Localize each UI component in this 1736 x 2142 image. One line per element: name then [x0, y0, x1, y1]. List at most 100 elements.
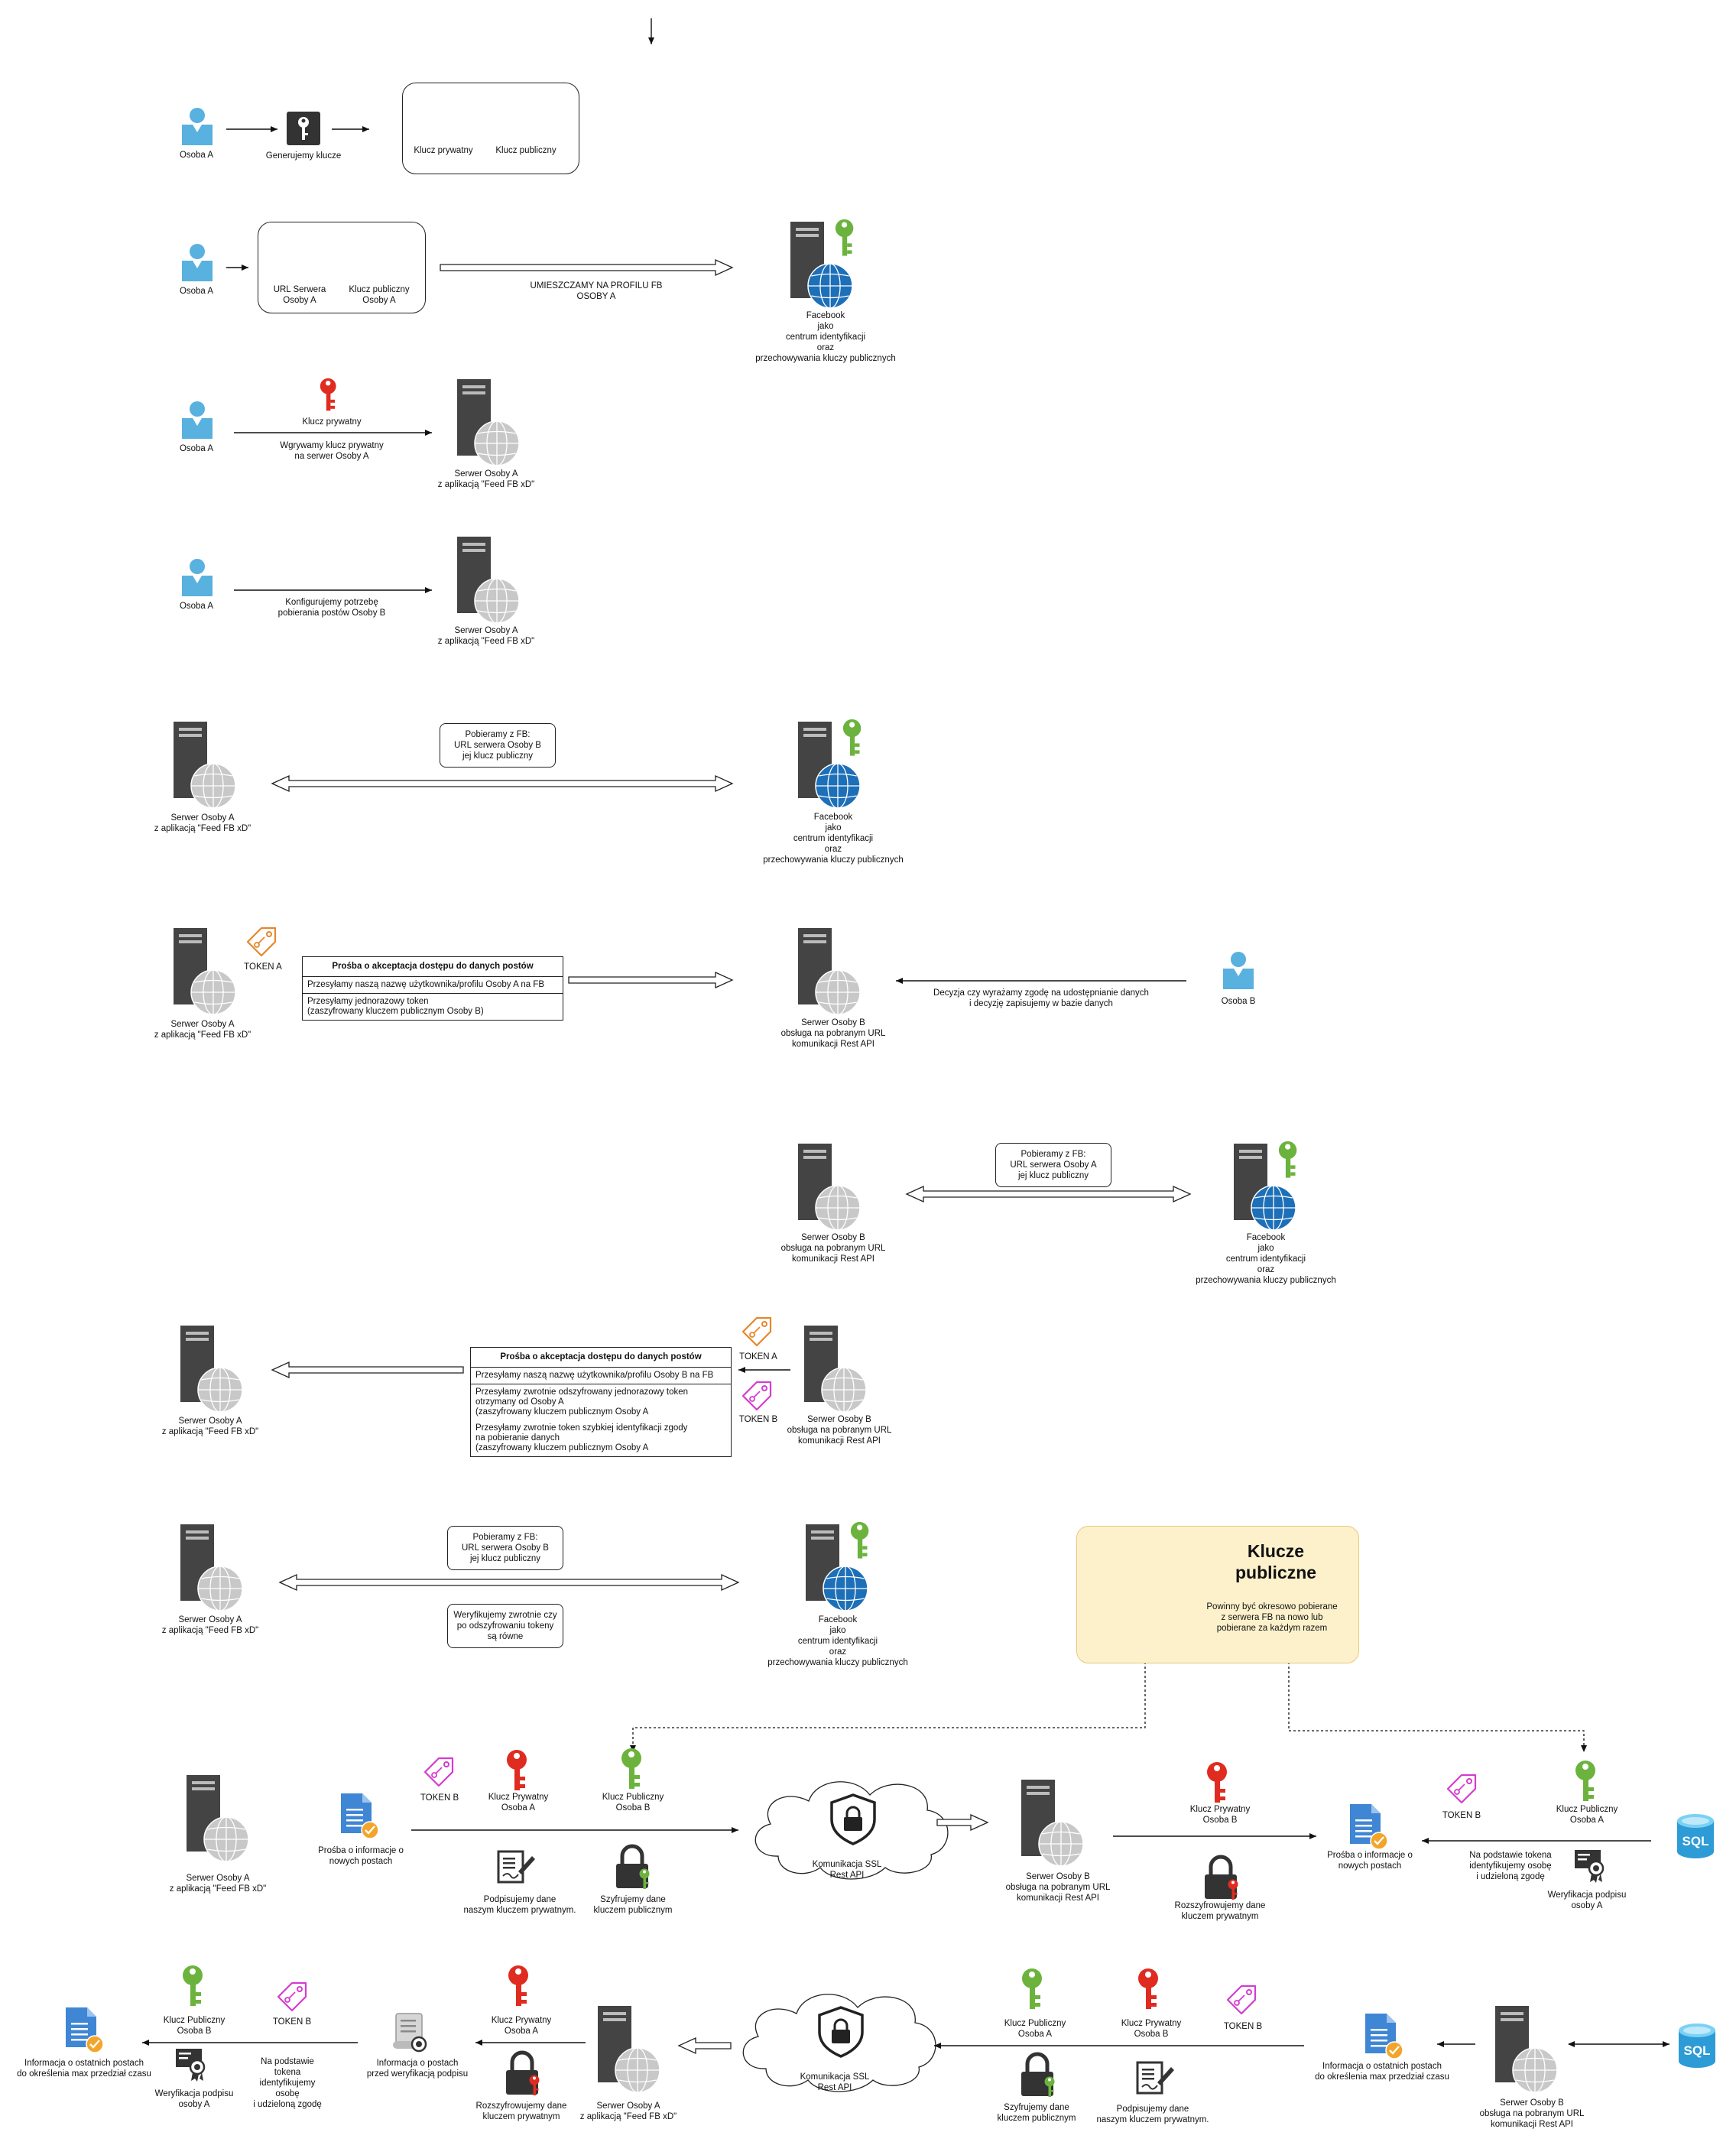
prosba-label: Prośba o informacje o nowych postach	[318, 1846, 404, 1866]
klucz-publiczny-b-label: Klucz Publiczny Osoba B	[163, 2016, 226, 2036]
podpisujemy-label: Podpisujemy dane naszym kluczem prywatny…	[1096, 2105, 1209, 2124]
request-title: Prośba o akceptacja dostępu do danych po…	[471, 1348, 731, 1368]
person-icon	[182, 559, 213, 596]
sql-database-icon: SQL	[1679, 2024, 1715, 2068]
weryfikujemy-note: Weryfikujemy zwrotnie czy po odszyfrowan…	[447, 1604, 563, 1648]
key-icon	[842, 719, 862, 756]
serwer-a-label: Serwer Osoby A z aplikacją "Feed FB xD"	[437, 626, 535, 646]
key-icon	[320, 378, 336, 411]
ssl-label: Komunikacja SSL Rest API	[800, 2072, 870, 2092]
szyfrujemy-label: Szyfrujemy dane kluczem publicznym	[593, 1895, 673, 1915]
server-icon	[1021, 1780, 1084, 1867]
sql-label: SQL	[1682, 1834, 1709, 1848]
dashed-connector-right	[1288, 1662, 1587, 1752]
server-icon	[457, 379, 520, 466]
klucz-prywatny-b-label: Klucz Prywatny Osoba B	[1121, 2019, 1182, 2039]
umieszczamy-label: UMIESZCZAMY NA PROFILU FB OSOBY A	[530, 281, 663, 301]
server-icon	[174, 928, 236, 1015]
token-b-label: TOKEN B	[1223, 2022, 1263, 2031]
token-tag-icon	[423, 1757, 454, 1787]
document-check-icon	[341, 1793, 379, 1839]
weryfikacja-label: Weryfikacja podpisu osoby A	[154, 2089, 234, 2109]
server-icon	[1495, 2006, 1558, 2093]
osoba-a-label: Osoba A	[179, 602, 214, 611]
block-arrow	[440, 258, 734, 277]
osoba-b-label: Osoba B	[1221, 997, 1256, 1006]
serwer-b-label: Serwer Osoby B obsługa na pobranym URL k…	[1005, 1872, 1111, 1903]
block-arrow	[568, 971, 734, 989]
callout-title: Klucze publiczne	[1235, 1541, 1317, 1582]
document-check-icon	[1365, 2014, 1403, 2059]
key-generator-icon	[287, 112, 320, 145]
sign-document-icon	[497, 1850, 535, 1884]
podpisujemy-label: Podpisujemy dane naszym kluczem prywatny…	[463, 1895, 576, 1915]
sql-database-icon: SQL	[1677, 1814, 1714, 1858]
server-icon	[180, 1524, 243, 1611]
url-key-container	[258, 222, 426, 313]
prosba-label: Prośba o informacje o nowych postach	[1327, 1851, 1413, 1871]
lock-key-icon	[616, 1844, 650, 1889]
token-tag-icon	[741, 1381, 772, 1411]
serwer-a-label: Serwer Osoby A z aplikacją "Feed FB xD"	[161, 1417, 259, 1436]
klucz-prywatny-label: Klucz prywatny	[302, 417, 362, 427]
sql-label: SQL	[1684, 2043, 1711, 2058]
request-box-b: Prośba o akceptacja dostępu do danych po…	[470, 1347, 732, 1457]
lock-key-icon	[506, 2050, 540, 2095]
info-ostatnie-label: Informacja o ostatnich postach do określ…	[1315, 2062, 1449, 2082]
ssl-cloud	[742, 1994, 936, 2092]
block-arrow	[936, 1813, 989, 1832]
request-row: Przesyłamy jednorazowy token (zaszyfrowa…	[307, 997, 484, 1016]
key-icon	[507, 1750, 527, 1790]
block-arrow	[271, 1361, 464, 1379]
klucz-prywatny-label: Klucz prywatny	[414, 146, 473, 155]
lock-key-icon	[1021, 2052, 1055, 2097]
info-ostatnie-label: Informacja o ostatnich postach do określ…	[17, 2059, 151, 2079]
facebook-label: Facebook jako centrum identyfikacji oraz…	[767, 1615, 908, 1667]
serwer-a-label: Serwer Osoby A z aplikacją "Feed FB xD"	[169, 1874, 267, 1894]
token-tag-icon	[1446, 1774, 1477, 1804]
server-icon	[790, 219, 854, 309]
generujemy-label: Generujemy klucze	[265, 151, 342, 161]
person-icon	[182, 401, 213, 439]
osoba-a-label: Osoba A	[179, 151, 214, 160]
url-serwera-label: URL Serwera Osoby A	[273, 285, 326, 305]
token-tag-icon	[741, 1316, 772, 1347]
decyzja-label: Decyzja czy wyrażamy zgodę na udostępnia…	[933, 988, 1149, 1008]
dashed-connector-left	[630, 1662, 1146, 1752]
request-title: Prośba o akceptacja dostępu do danych po…	[303, 957, 563, 977]
block-arrow	[677, 2037, 732, 2055]
lock-shield-icon	[818, 2006, 864, 2058]
klucz-publiczny-osoba-a-label: Klucz Publiczny Osoba A	[1004, 2019, 1066, 2039]
klucz-prywatny-a-label: Klucz Prywatny Osoba A	[488, 1793, 549, 1813]
konfigurujemy-label: Konfigurujemy potrzebę pobierania postów…	[277, 598, 386, 618]
klucz-prywatny-a-label: Klucz Prywatny Osoba A	[491, 2016, 552, 2036]
pobieramy-note: Pobieramy z FB: URL serwera Osoby B jej …	[447, 1526, 563, 1570]
klucz-publiczny-osoba-a-label: Klucz Publiczny Osoba A	[1556, 1805, 1618, 1825]
person-icon	[1223, 952, 1254, 989]
facebook-label: Facebook jako centrum identyfikacji oraz…	[1196, 1233, 1336, 1285]
key-icon	[1207, 1762, 1227, 1803]
token-b-label: TOKEN B	[420, 1793, 459, 1803]
double-block-arrow	[905, 1185, 1192, 1203]
key-icon	[850, 1521, 869, 1559]
token-tag-icon	[277, 1981, 307, 2012]
facebook-label: Facebook jako centrum identyfikacji oraz…	[755, 311, 896, 363]
token-a-label: TOKEN A	[739, 1352, 777, 1361]
serwer-b-label: Serwer Osoby B obsługa na pobranym URL k…	[787, 1415, 892, 1446]
request-box-a: Prośba o akceptacja dostępu do danych po…	[302, 956, 563, 1021]
klucz-prywatny-b-label: Klucz Prywatny Osoba B	[1189, 1805, 1251, 1825]
serwer-b-label: Serwer Osoby B obsługa na pobranym URL k…	[1479, 2098, 1585, 2129]
person-icon	[182, 244, 213, 281]
serwer-a-label: Serwer Osoby A z aplikacją "Feed FB xD"	[437, 469, 535, 489]
request-row: Przesyłamy naszą nazwę użytkownika/profi…	[471, 1368, 731, 1384]
key-icon	[1278, 1141, 1297, 1178]
na-podstawie-label: Na podstawie tokena identyfikujemy osobę…	[253, 2057, 322, 2109]
key-icon	[1575, 1761, 1595, 1801]
info-przed-label: Informacja o postach przed weryfikacją p…	[366, 2059, 469, 2079]
token-tag-icon	[1226, 1985, 1257, 2015]
ssl-label: Komunikacja SSL Rest API	[812, 1860, 882, 1880]
serwer-b-label: Serwer Osoby B obsługa na pobranym URL k…	[780, 1233, 886, 1264]
token-b-label: TOKEN B	[272, 2017, 312, 2027]
certificate-icon	[176, 2049, 206, 2082]
